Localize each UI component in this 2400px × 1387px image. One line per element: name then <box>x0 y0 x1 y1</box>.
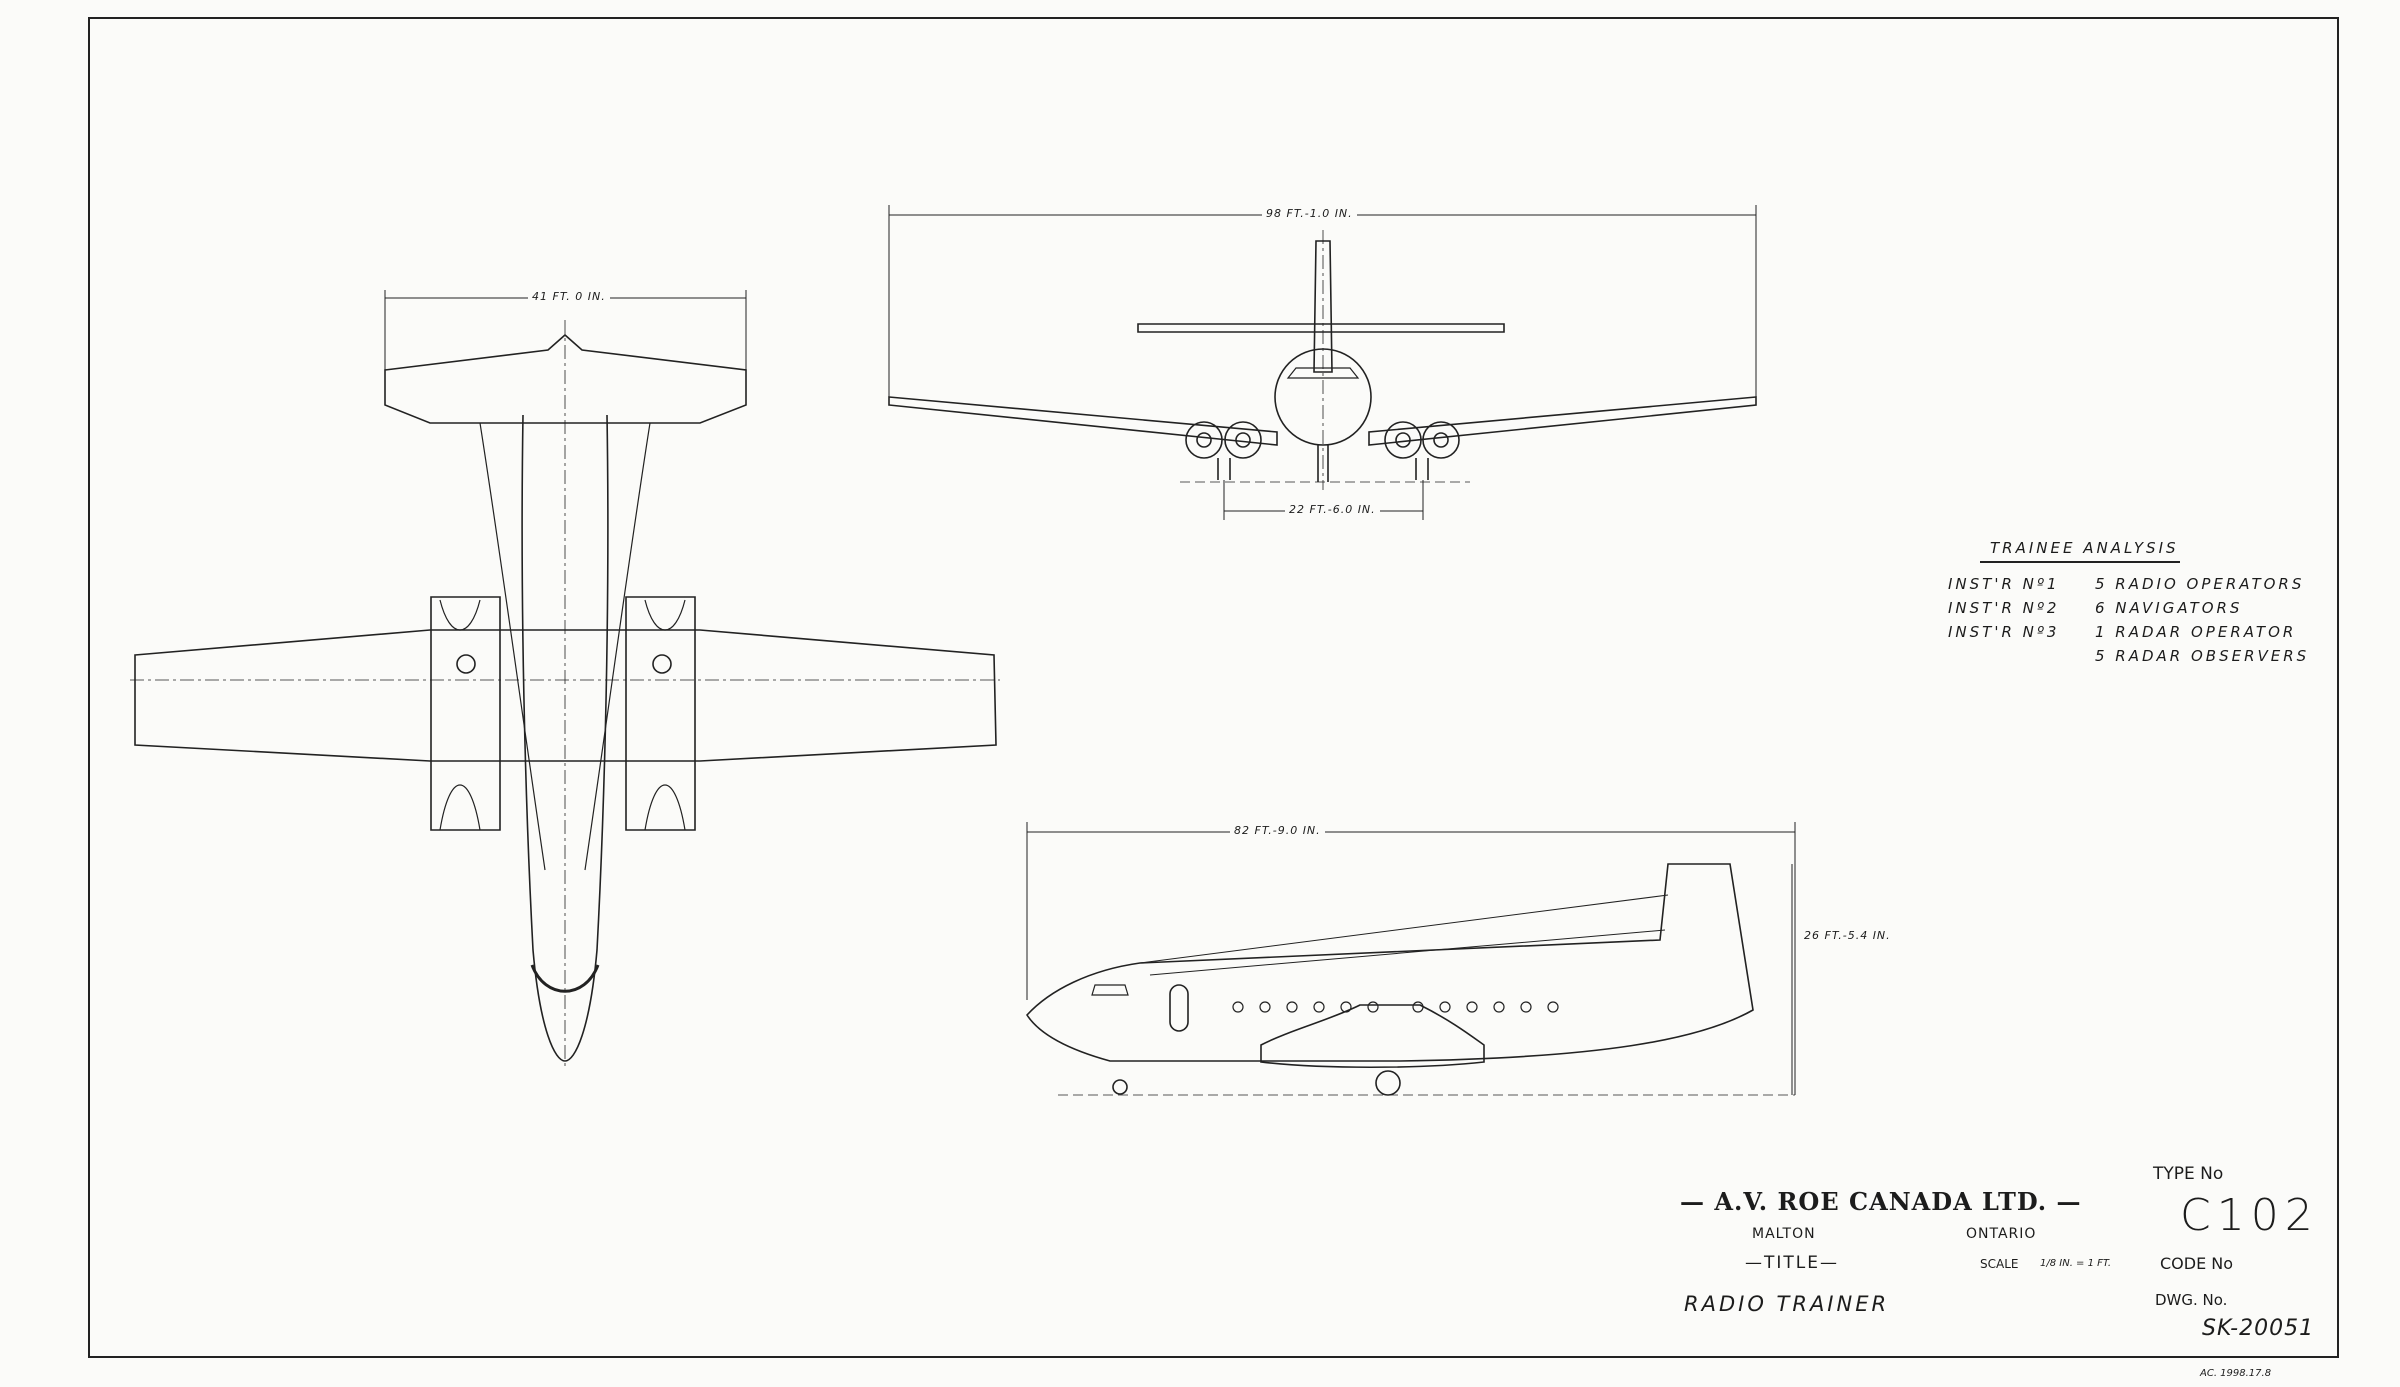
code-label: CODE No <box>2160 1254 2234 1273</box>
instructor-2: INST'R Nº2 <box>1948 599 2060 617</box>
trainees-2: 6 NAVIGATORS <box>2095 599 2243 617</box>
height-dimension: 26 FT.-5.4 IN. <box>1800 929 1895 943</box>
company-name: — A.V. ROE CANADA LTD. — <box>1680 1187 2082 1216</box>
province: ONTARIO <box>1966 1226 2037 1242</box>
tail-span-dimension: 41 FT. 0 IN. <box>528 290 610 304</box>
accession-number: AC. 1998.17.8 <box>2200 1368 2272 1379</box>
drawing-number: SK-20051 <box>2202 1316 2315 1341</box>
trainees-3b: 5 RADAR OBSERVERS <box>2095 647 2310 665</box>
dwg-label: DWG. No. <box>2155 1291 2228 1309</box>
instructor-3: INST'R Nº3 <box>1948 623 2060 641</box>
title-label: —TITLE— <box>1745 1253 1839 1273</box>
front-view <box>888 205 1757 520</box>
type-label: TYPE No <box>2153 1164 2224 1184</box>
track-dimension: 22 FT.-6.0 IN. <box>1285 503 1380 517</box>
instructor-1: INST'R Nº1 <box>1948 575 2060 593</box>
drawing-title: RADIO TRAINER <box>1684 1292 1890 1316</box>
side-view <box>1025 822 1796 1096</box>
plan-view <box>130 290 1000 1070</box>
scale-label: SCALE <box>1980 1257 2019 1271</box>
trainees-1: 5 RADIO OPERATORS <box>2095 575 2305 593</box>
wing-span-dimension: 98 FT.-1.0 IN. <box>1262 207 1357 221</box>
trainees-3: 1 RADAR OPERATOR <box>2095 623 2297 641</box>
sheet-border <box>88 17 2339 1358</box>
trainee-analysis-heading: TRAINEE ANALYSIS <box>1990 539 2179 557</box>
scale-value: 1/8 IN. = 1 FT. <box>2040 1258 2112 1269</box>
length-dimension: 82 FT.-9.0 IN. <box>1230 824 1325 838</box>
city: MALTON <box>1752 1226 1816 1242</box>
type-number: C102 <box>2180 1190 2319 1241</box>
